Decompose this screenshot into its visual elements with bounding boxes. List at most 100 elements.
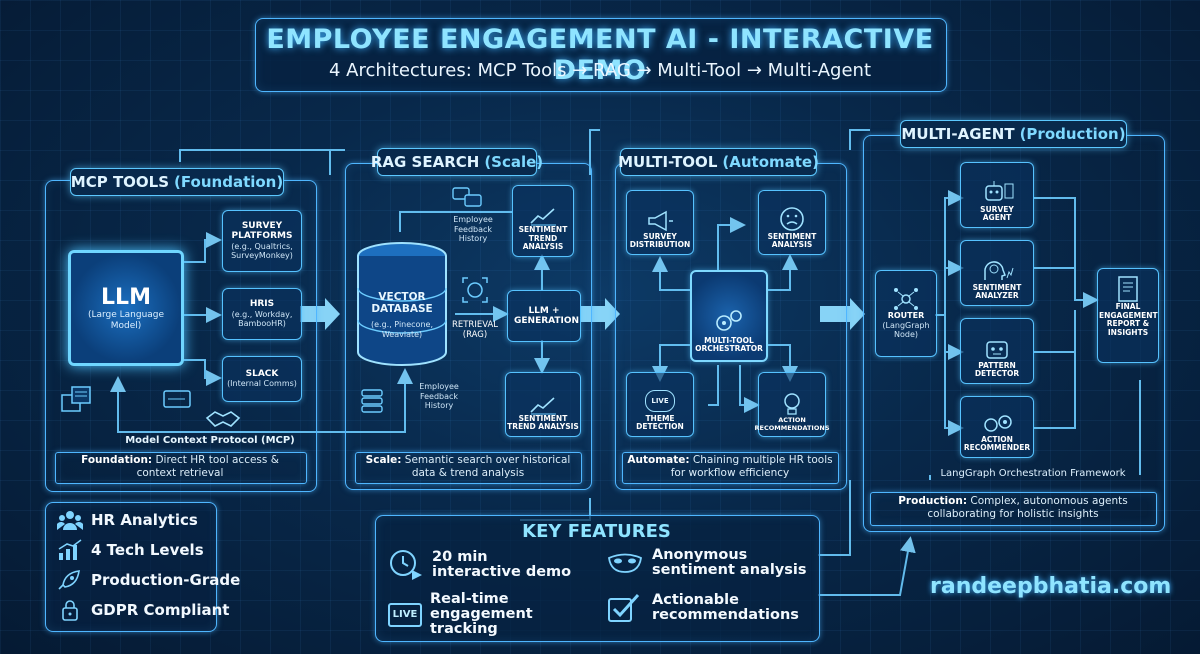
sentiment-analyzer-box[interactable]: SENTIMENT ANALYZER (960, 240, 1034, 306)
orchestrator-chip[interactable]: MULTI-TOOL ORCHESTRATOR (690, 270, 768, 362)
feature-production-grade-label: Production-Grade (91, 571, 241, 589)
key-features-panel (375, 515, 820, 642)
multiagent-caption-rest: Complex, autonomous agents collaborating… (927, 495, 1128, 521)
sentiment-trend-top-box[interactable]: SENTIMENT TREND ANALYSIS (512, 185, 574, 257)
mcp-caption-bold: Foundation: (81, 454, 153, 466)
feature-tech-levels-label: 4 Tech Levels (91, 541, 204, 559)
key-feature-demo: 20 min interactive demo (388, 548, 572, 582)
feature-tech-levels: 4 Tech Levels (57, 539, 204, 561)
survey-platforms-sub: (e.g., Qualtrics, SurveyMonkey) (231, 241, 293, 261)
key-feature-anonymous: Anonymous sentiment analysis (606, 547, 822, 579)
action-recommender-label: ACTION RECOMMENDER (963, 434, 1031, 453)
live-cloud-icon: LIVE (645, 389, 675, 412)
vector-database-cylinder[interactable] (352, 240, 452, 370)
survey-platforms-box[interactable]: SURVEY PLATFORMS (e.g., Qualtrics, Surve… (222, 210, 302, 272)
network-node-icon (894, 288, 918, 311)
pattern-detector-box[interactable]: PATTERN DETECTOR (960, 318, 1034, 384)
documents-icon (60, 385, 100, 415)
multiagent-header-highlight: (Production) (1019, 125, 1126, 143)
page-title: EMPLOYEE ENGAGEMENT AI - INTERACTIVE DEM… (266, 24, 934, 86)
chat-bubbles-icon (452, 186, 484, 210)
mask-icon (608, 553, 642, 574)
rag-header: RAG SEARCH(Scale) (371, 148, 543, 176)
handshake-icon (205, 406, 241, 430)
mcp-caption-box (55, 452, 307, 484)
key-feature-actionable-label: Actionable recommendations (652, 591, 799, 623)
key-feature-demo-label: 20 min interactive demo (432, 548, 572, 580)
final-report-label: FINAL ENGAGEMENT REPORT & INSIGHTS (1099, 302, 1158, 337)
multiagent-caption: Production: Complex, autonomous agents c… (873, 495, 1153, 521)
multitool-caption-bold: Automate: (627, 454, 690, 466)
survey-distribution-box[interactable]: SURVEY DISTRIBUTION (626, 190, 694, 255)
key-feature-anonymous-label: Anonymous sentiment analysis (652, 547, 807, 579)
slack-box[interactable]: SLACK (Internal Comms) (222, 356, 302, 402)
key-features-title: KEY FEATURES (522, 521, 671, 542)
mcp-header: MCP TOOLS(Foundation) (70, 168, 284, 196)
multiagent-header: MULTI-AGENT(Production) (900, 120, 1127, 148)
live-monitor-icon: LIVE (388, 602, 422, 627)
database-stack-icon (360, 388, 384, 414)
trend-chart-icon (530, 397, 556, 415)
trend-chart-icon (530, 208, 556, 226)
mcp-protocol-label: Model Context Protocol (MCP) (125, 435, 295, 446)
rag-caption: Scale: Semantic search over historical d… (358, 454, 578, 480)
multitool-caption-box (622, 452, 839, 484)
features-panel (45, 502, 217, 632)
sentiment-trend-bottom-box[interactable]: SENTIMENT TREND ANALYSIS (505, 372, 581, 437)
card-icon (163, 388, 193, 410)
mcp-header-highlight: (Foundation) (174, 173, 284, 191)
slack-sub: (Internal Comms) (227, 379, 297, 389)
lightbulb-icon (784, 393, 800, 415)
action-recommender-box[interactable]: ACTION RECOMMENDER (960, 396, 1034, 458)
feature-production-grade: Production-Grade (57, 569, 240, 591)
vector-db-sub: (e.g., Pinecone, Weaviate) (371, 320, 433, 339)
sentiment-trend-top-label: SENTIMENT TREND ANALYSIS (518, 225, 568, 252)
page-subtitle: 4 Architectures: MCP Tools → RAG → Multi… (328, 60, 872, 81)
hris-box[interactable]: HRIS (e.g., Workday, BambooHR) (222, 288, 302, 340)
lock-icon (62, 600, 78, 621)
final-report-box[interactable]: FINAL ENGAGEMENT REPORT & INSIGHTS (1097, 268, 1159, 363)
survey-platforms-title: SURVEY PLATFORMS (231, 221, 293, 242)
multitool-header-highlight: (Automate) (722, 153, 819, 171)
mcp-caption-rest: Direct HR tool access & context retrieva… (136, 454, 279, 480)
action-recommendations-box[interactable]: ACTION RECOMMENDATIONS (755, 372, 830, 437)
mcp-header-main: MCP TOOLS (70, 173, 170, 191)
sad-face-icon (780, 206, 804, 231)
router-title: ROUTER (887, 311, 925, 321)
sentiment-analyzer-label: SENTIMENT ANALYZER (972, 282, 1022, 301)
report-document-icon (1118, 276, 1138, 302)
llm-chip[interactable]: LLM (Large Language Model) (68, 250, 184, 366)
feedback-history-bottom: Employee Feedback History (419, 382, 459, 411)
rag-caption-bold: Scale: (365, 454, 402, 466)
title-panel (255, 18, 947, 92)
retrieval-label: RETRIEVAL (RAG) (451, 320, 499, 341)
theme-detection-label: THEME DETECTION (636, 413, 684, 432)
multiagent-caption-bold: Production: (898, 495, 968, 507)
rag-caption-rest: Semantic search over historical data & t… (401, 454, 571, 480)
router-box[interactable]: ROUTER (LangGraph Node) (875, 270, 937, 357)
survey-distribution-label: SURVEY DISTRIBUTION (629, 231, 691, 250)
llm-generation-label: LLM + GENERATION (514, 305, 580, 326)
bar-chart-icon (58, 539, 82, 560)
key-feature-realtime-label: Real-time engagement tracking (430, 591, 533, 638)
robot-icon (985, 180, 1014, 201)
pattern-detector-label: PATTERN DETECTOR (974, 360, 1020, 379)
feature-gdpr-label: GDPR Compliant (91, 601, 230, 619)
feature-gdpr: GDPR Compliant (57, 599, 229, 621)
theme-detection-box[interactable]: LIVE THEME DETECTION (626, 372, 694, 437)
orchestrator-label: MULTI-TOOL ORCHESTRATOR (695, 335, 763, 354)
website-link[interactable]: randeepbhatia.com (930, 574, 1172, 599)
hris-sub: (e.g., Workday, BambooHR) (231, 309, 293, 329)
llm-generation-box[interactable]: LLM + GENERATION (507, 290, 581, 342)
mcp-caption: Foundation: Direct HR tool access & cont… (60, 454, 300, 480)
multiagent-header-main: MULTI-AGENT (901, 125, 1015, 143)
gears-icon (716, 309, 742, 331)
survey-agent-box[interactable]: SURVEY AGENT (960, 162, 1034, 228)
rag-header-highlight: (Scale) (484, 153, 544, 171)
robot-face-icon (986, 341, 1008, 359)
multitool-header: MULTI-TOOL(Automate) (618, 148, 819, 176)
mt-sentiment-analysis-box[interactable]: SENTIMENT ANALYSIS (758, 190, 826, 255)
feature-hr-analytics-label: HR Analytics (91, 511, 198, 529)
brain-head-icon (984, 261, 1014, 280)
vector-db-title: VECTOR DATABASE (371, 291, 433, 316)
